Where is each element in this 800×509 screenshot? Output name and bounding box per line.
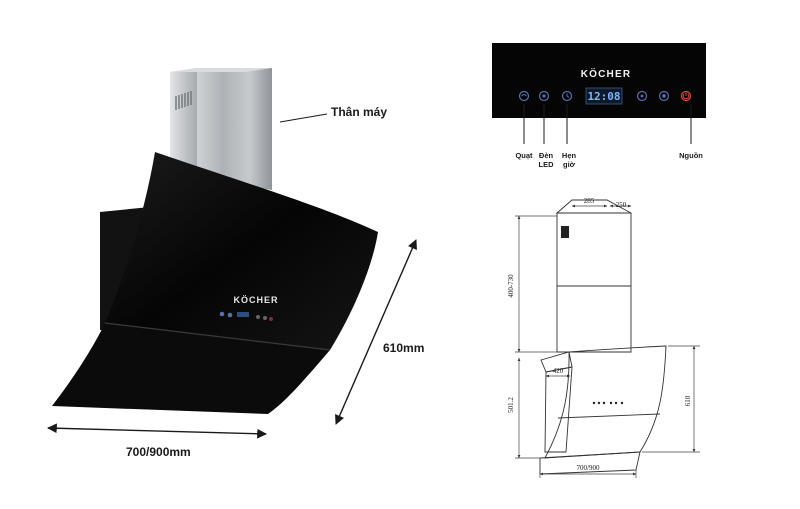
led-label-line2: LED [539,160,555,169]
clock-icon [566,93,570,98]
power-button[interactable] [680,90,692,102]
glass-lower [52,323,330,414]
height-dimension-label: 610mm [383,341,424,355]
technical-drawing [515,199,700,478]
timer-button[interactable] [561,90,573,102]
hood-brand-logo: KÖCHER [233,295,278,305]
width-dimension-label: 700/900mm [126,445,191,459]
panel-brand-logo: KÖCHER [581,67,632,80]
fan-icon [521,94,527,97]
power-label: Nguồn [679,151,703,160]
lcd-display [585,87,623,105]
hood-front-outline [544,345,667,459]
timer-label-line2: giờ [563,160,576,169]
vent-slots [175,91,192,110]
control-panel-glass [492,43,706,118]
fan-label: Quạt [515,151,533,160]
dim-lower-height: 501.2 [507,397,515,413]
lcd-clock: 12:08 [587,90,620,103]
timer-label-line1: Hẹn [562,151,577,160]
speed-button-1[interactable] [636,90,648,102]
dim-chimney-height: 400-730 [507,274,515,298]
power-icon [682,92,690,100]
led-label-line1: Đèn [539,151,554,160]
speed-button-2[interactable] [658,90,670,102]
chimney-top [555,199,632,214]
bulb-icon [542,94,546,98]
hood-control-lights [219,311,273,321]
led-light-button[interactable] [538,90,550,102]
height-dimension-arrow [335,239,417,425]
range-hood-photo: KÖCHER Thân máy 610mm 700/900mm [47,68,424,459]
fan-button[interactable] [518,90,530,102]
dim-top-depth: 250 [616,201,627,209]
glass-upper [105,152,378,350]
dim-bottom-width: 700/900 [577,464,600,472]
dim-top-width: 285 [584,197,595,205]
drawing-dimension-values: 285 250 400-730 420 501.2 610 700/900 [507,197,692,472]
chimney [170,68,272,190]
dim-front-height: 610 [684,395,692,406]
control-panel-closeup: KÖCHER 12:08 [492,43,706,169]
hood-back-outline [544,366,573,453]
drawing-dimension-lines [515,204,700,478]
vent-block [561,226,569,238]
speed-icon [662,94,666,98]
dim-hood-depth: 420 [553,367,564,375]
width-dimension-arrow [47,423,267,439]
speed-icon [640,94,644,98]
panel-leader-lines [523,104,692,144]
body-callout: Thân máy [331,105,387,119]
drawing-panel-dots [592,401,624,405]
